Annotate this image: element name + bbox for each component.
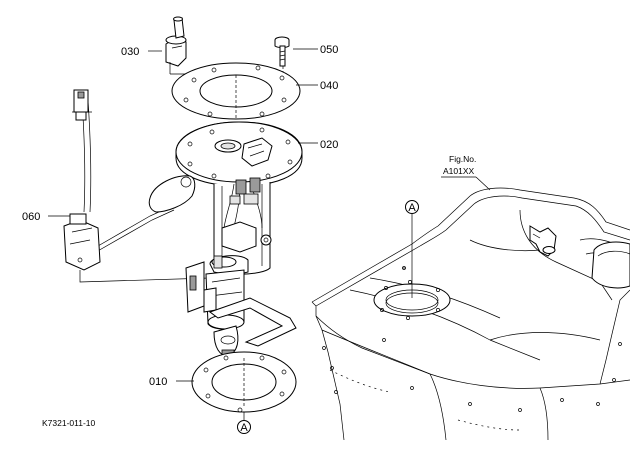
label-040: 040: [320, 80, 338, 92]
drawing-code: K7321-011-10: [42, 418, 96, 428]
part-030-hose-fitting: [165, 16, 187, 67]
part-020-pump-flange: [175, 121, 303, 187]
fig-no-value: A101XX: [443, 166, 475, 176]
label-060: 060: [22, 211, 40, 223]
fig-no-callout: Fig.No. A101XX: [441, 154, 491, 191]
pump-body: [213, 177, 272, 275]
label-050: 050: [320, 44, 338, 56]
ref-marker-a-lower: A: [237, 420, 251, 434]
strainer-frame: [208, 297, 297, 347]
tank-filler-neck: [591, 241, 630, 289]
label-010: 010: [149, 376, 167, 388]
ref-marker-a-upper-text: A: [408, 202, 416, 214]
ref-marker-a-upper: A: [405, 200, 419, 298]
part-050-bolt: [274, 36, 290, 67]
ref-marker-a-lower-text: A: [240, 422, 248, 434]
label-030: 030: [121, 46, 139, 58]
tank-fitting-elbow: [529, 225, 557, 257]
fig-no-label: Fig.No.: [449, 154, 476, 164]
fuel-tank: [311, 187, 630, 441]
part-010-gasket: [191, 351, 297, 413]
part-060-level-sender: [63, 89, 196, 271]
label-020: 020: [320, 139, 338, 151]
